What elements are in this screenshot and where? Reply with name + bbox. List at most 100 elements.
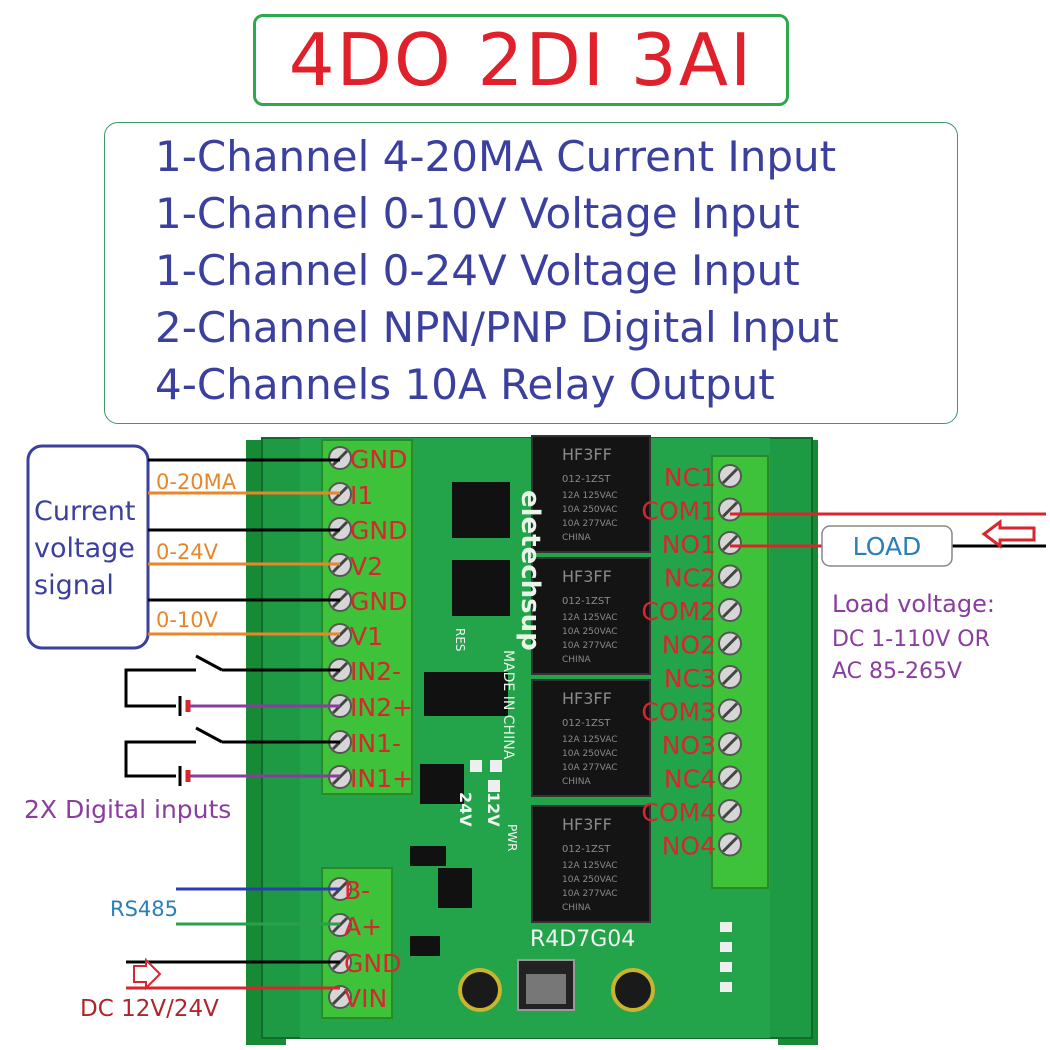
features-box: 1-Channel 4-20MA Current Input 1-Channel… — [104, 122, 958, 424]
terminal-label-left: IN2+ — [350, 693, 413, 722]
signal-label: voltage — [34, 533, 135, 564]
power-arrow-icon — [133, 957, 162, 991]
terminal-label-right: NO4 — [662, 832, 716, 861]
terminal-label-left: IN2- — [350, 657, 401, 686]
terminal-label-left: IN1+ — [350, 764, 413, 793]
terminal-screw — [718, 531, 742, 555]
load-box — [821, 525, 953, 567]
terminal-label-right: NO3 — [662, 731, 716, 760]
led — [720, 962, 732, 972]
terminal-screw — [718, 564, 742, 589]
terminal-screw — [718, 698, 742, 723]
terminal-label-right: NO1 — [662, 530, 716, 559]
terminal-screw — [718, 631, 742, 656]
relay-marking: 10A 277VAC — [562, 641, 618, 651]
terminal-screw — [718, 598, 742, 622]
chip — [438, 868, 472, 908]
analog-label: 0-10V — [156, 608, 219, 632]
terminal-label-left: V1 — [350, 622, 383, 651]
terminal-label-right: COM4 — [641, 798, 716, 827]
board-pwr: PWR — [505, 824, 519, 851]
relay-marking: HF3FF — [562, 815, 612, 834]
led — [488, 780, 500, 792]
led — [490, 760, 502, 772]
relay-marking: 10A 277VAC — [562, 519, 618, 529]
relay-marking: 10A 250VAC — [562, 627, 618, 637]
relay-marking: CHINA — [562, 655, 591, 665]
terminal-label-power: VIN — [344, 984, 387, 1013]
relay-marking: 10A 277VAC — [562, 763, 618, 773]
terminal-label-left: V2 — [350, 552, 383, 581]
board-24v: 24V — [456, 792, 475, 827]
terminal-label-power: A+ — [344, 912, 382, 941]
feature-line: 4-Channels 10A Relay Output — [155, 360, 775, 409]
load-label: LOAD — [853, 532, 922, 561]
terminal-label-right: COM2 — [641, 597, 716, 626]
relay-marking: 12A 125VAC — [562, 735, 618, 745]
terminal-label-right: NO2 — [662, 631, 716, 660]
chip — [452, 482, 510, 538]
terminal-label-left: GND — [350, 516, 407, 545]
relay-marking: 12A 125VAC — [562, 613, 618, 623]
terminal-screw — [328, 985, 352, 1009]
load-arrow-icon — [981, 519, 1036, 549]
load-voltage-title: Load voltage: — [832, 590, 995, 618]
chip — [420, 764, 464, 804]
terminal-screw — [718, 832, 742, 857]
board-12v: 12V — [484, 792, 503, 827]
digital-input-2-circuit — [124, 654, 340, 716]
load-voltage-dc: DC 1-110V OR — [832, 627, 990, 652]
feature-line: 2-Channel NPN/PNP Digital Input — [155, 303, 839, 352]
analog-label: 0-20MA — [156, 470, 237, 494]
load-voltage-ac: AC 85-265V — [832, 659, 962, 684]
analog-label: 0-24V — [156, 540, 219, 564]
signal-label: signal — [34, 570, 114, 601]
led — [720, 942, 732, 952]
terminal-label-right: COM1 — [641, 497, 716, 526]
terminal-screw — [718, 732, 742, 756]
relay-marking: 012-1ZST — [562, 844, 611, 855]
relay-marking: CHINA — [562, 903, 591, 913]
terminal-label-left: GND — [350, 445, 407, 474]
relay-marking: 012-1ZST — [562, 596, 611, 607]
board-brand: eletechsup — [515, 490, 545, 651]
terminal-screw — [718, 464, 742, 488]
relay-marking: 10A 250VAC — [562, 505, 618, 515]
power-label: DC 12V/24V — [80, 996, 219, 1022]
relay: HF3FF 012-1ZST 12A 125VAC 10A 250VAC 10A 277… — [531, 557, 651, 675]
terminal-label-right: COM3 — [641, 698, 716, 727]
chip — [452, 560, 510, 616]
board-res: RES — [453, 628, 467, 652]
relay-marking: 10A 277VAC — [562, 889, 618, 899]
digital-inputs-label: 2X Digital inputs — [24, 795, 231, 824]
relay-marking: HF3FF — [562, 567, 612, 586]
relay-marking: 10A 250VAC — [562, 749, 618, 759]
relay-marking: CHINA — [562, 533, 591, 543]
relay-marking: 12A 125VAC — [562, 861, 618, 871]
relay: HF3FF 012-1ZST 12A 125VAC 10A 250VAC 10A 277… — [531, 805, 651, 923]
relay-marking: CHINA — [562, 777, 591, 787]
feature-line: 1-Channel 0-10V Voltage Input — [155, 189, 800, 238]
chip — [410, 846, 446, 866]
relay-marking: HF3FF — [562, 689, 612, 708]
board-made-in: MADE IN CHINA — [500, 650, 516, 760]
capacitor — [611, 968, 655, 1012]
feature-line: 1-Channel 4-20MA Current Input — [155, 132, 837, 181]
rs485-label: RS485 — [110, 897, 178, 921]
terminal-screw — [718, 765, 742, 790]
terminal-screw — [718, 665, 742, 689]
led — [720, 982, 732, 992]
title-box: 4DO 2DI 3AI — [253, 14, 789, 106]
board-model: R4D7G04 — [530, 927, 635, 952]
terminal-label-right: NC1 — [664, 463, 716, 492]
terminal-screw — [328, 446, 352, 470]
page-title: 4DO 2DI 3AI — [288, 18, 754, 102]
chip — [424, 672, 508, 716]
digital-input-1-circuit — [124, 726, 340, 786]
terminal-label-right: NC2 — [664, 564, 716, 593]
terminal-screw — [718, 799, 742, 823]
relay-marking: 10A 250VAC — [562, 875, 618, 885]
